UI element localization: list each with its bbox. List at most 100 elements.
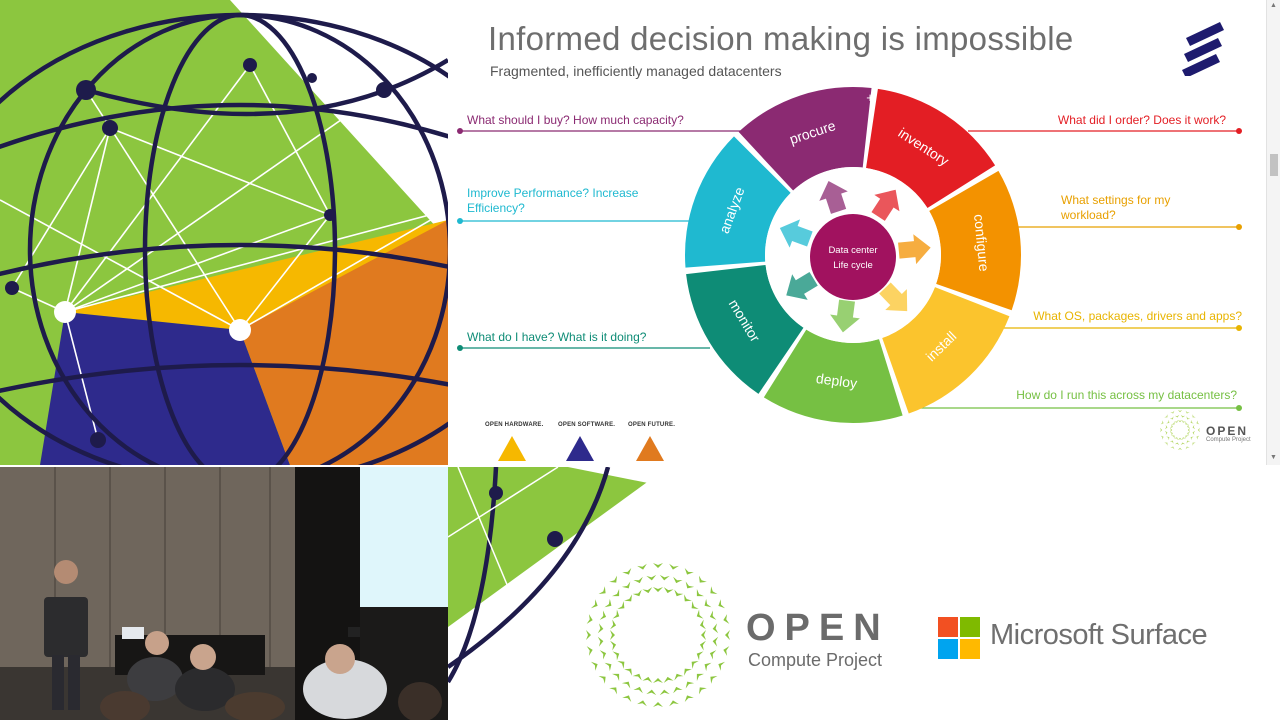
speaker-video-feed — [0, 467, 448, 720]
wheel-segment-inventory — [866, 88, 996, 209]
ocp-ring-chevron — [712, 636, 719, 647]
ocp-ring-chevron — [659, 689, 670, 696]
question-configure: What settings for my workload? — [1061, 193, 1170, 223]
ocp-ring-chevron — [624, 668, 632, 676]
ocp-ring-chevron — [646, 689, 657, 696]
ocp-ring-chevron — [1177, 447, 1183, 450]
ocp-ring-chevron — [659, 574, 670, 581]
ocp-ring-chevron — [674, 673, 684, 681]
ocp-ring-chevron — [621, 581, 631, 589]
ocp-ring-chevron — [633, 576, 643, 584]
ocp-ring-chevron — [710, 586, 718, 595]
ocp-ring-chevron — [632, 589, 642, 597]
question-connectors — [457, 128, 1242, 411]
ocp-ring-chevron — [609, 575, 618, 583]
ocp-ring-chevron — [1180, 442, 1186, 446]
ocp-ring-chevron — [723, 614, 730, 624]
orange-triangle-icon — [636, 436, 664, 461]
ocp-ring-chevron — [718, 661, 726, 671]
wheel-segment-analyze — [685, 136, 791, 268]
wheel-arrow-inventory-icon — [871, 189, 900, 221]
wheel-arrow-install-icon — [879, 282, 908, 312]
ocp-ring-chevron — [685, 681, 695, 689]
ocp-ring-chevron — [1174, 442, 1180, 446]
ocp-ring-chevron — [610, 640, 617, 651]
ocp-ring-chevron — [1181, 419, 1186, 423]
ocp-ring-chevron — [610, 619, 617, 630]
ocp-ring-chevron — [599, 610, 607, 620]
ocp-ring-chevron — [698, 687, 707, 695]
ocp-ring-chevron — [617, 661, 625, 669]
ocp-ring-chevron — [1160, 420, 1164, 425]
ocp-ring-chevron — [642, 676, 653, 683]
ocp-ring-chevron — [1177, 437, 1183, 440]
ocp-ring-chevron — [1170, 446, 1175, 450]
ocp-ring-chevron — [598, 586, 606, 595]
ocp-ring-chevron — [696, 673, 704, 681]
ocp-ring-chevron — [673, 576, 683, 584]
ocp-ring-chevron — [653, 678, 663, 683]
ocp-ring-chevron — [669, 700, 679, 707]
footer-label-open-future: OPEN FUTURE. — [628, 422, 676, 428]
footer-triangles — [498, 436, 664, 461]
ocp-ring-chevron — [698, 575, 707, 583]
presentation-slide: Informed decision making is impossible F… — [448, 0, 1280, 465]
wheel-segment-install — [882, 287, 1010, 414]
ocp-ring-chevron — [699, 619, 706, 630]
ocp-ring-chevron — [612, 589, 620, 597]
ocp-ring-chevron — [710, 675, 718, 684]
ocp-ring-chevron — [1164, 442, 1168, 446]
globe-art-fragment — [448, 467, 648, 684]
ocp-ring-chevron — [699, 640, 706, 651]
question-install: What OS, packages, drivers and apps? — [1033, 309, 1242, 324]
slide-scrollbar[interactable]: ▲ ▼ — [1266, 0, 1280, 465]
ocp-ring-chevron — [684, 668, 692, 676]
wheel-segment-deploy — [763, 329, 903, 423]
wheel-segment-procure — [738, 87, 872, 191]
scroll-up-icon[interactable]: ▲ — [1270, 2, 1277, 9]
wheel-label-configure: configure — [971, 213, 992, 272]
ocp-ring-chevron — [1185, 446, 1190, 450]
ocp-ring-chevron — [653, 702, 663, 707]
ocp-ring-chevron — [674, 589, 684, 597]
ocp-ring-chevron — [617, 601, 625, 609]
ocp-ring-chevron — [663, 676, 674, 683]
ocp-logo-sub: Compute Project — [748, 650, 883, 670]
ocp-ring-chevron — [597, 636, 604, 647]
ocp-ring-chevron — [612, 609, 620, 619]
ocp-ring-chevron — [1192, 414, 1196, 418]
ocp-ring-chevron — [598, 675, 606, 684]
wheel-segment-monitor — [686, 265, 804, 394]
ocp-ring-chevron — [696, 609, 704, 619]
ocp-ring-chevron — [604, 662, 612, 672]
question-analyze-line2: Efficiency? — [467, 201, 525, 215]
ocp-ring-chevron — [1186, 416, 1191, 420]
ocp-ring-chevron — [1192, 424, 1196, 430]
scroll-down-icon[interactable]: ▼ — [1270, 454, 1277, 461]
question-configure-line2: workload? — [1061, 208, 1116, 222]
ocp-ring-chevron — [612, 651, 620, 661]
ocp-logo-word: OPEN — [746, 607, 890, 649]
ocp-ring-chevron — [1166, 419, 1170, 424]
question-procure-text: What should I buy? How much capacity? — [467, 113, 684, 127]
ocp-ring-chevron — [590, 661, 598, 671]
question-monitor-text: What do I have? What is it doing? — [467, 330, 647, 344]
ocp-ring-chevron — [704, 598, 712, 608]
ocp-ring-chevron — [725, 630, 730, 640]
footer-label-open-hardware: OPEN HARDWARE. — [485, 422, 544, 428]
ocp-ring-chevron — [673, 686, 683, 694]
ocp-ring-chevron — [663, 587, 674, 594]
ocp-ring-chevron — [1186, 440, 1191, 444]
ocp-ring-chevron — [712, 623, 719, 634]
ocp-ring-chevron — [1187, 431, 1191, 436]
ocp-ring-chevron — [632, 673, 642, 681]
center-label-line1: Data center — [828, 245, 877, 256]
plus-marker-icon: + — [866, 90, 874, 105]
wheel-arrow-configure-icon — [898, 234, 931, 265]
wheel-arrow-analyze-icon — [779, 219, 813, 248]
scroll-thumb[interactable] — [1270, 154, 1278, 176]
question-analyze: Improve Performance? Increase Efficiency… — [467, 186, 638, 216]
ocp-ring-chevron — [1169, 416, 1174, 420]
ocp-ring-chevron — [610, 630, 615, 640]
